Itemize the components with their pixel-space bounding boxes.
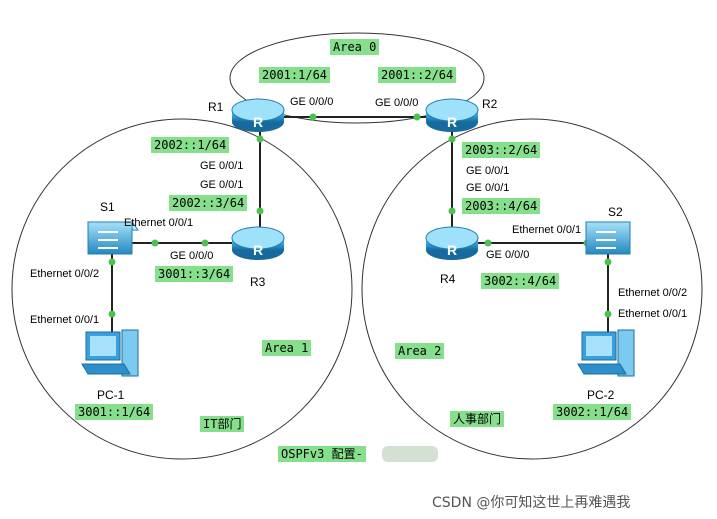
addr-r2-area0: 2001::2/64 bbox=[378, 67, 457, 83]
port-pc2-up: Ethernet 0/0/1 bbox=[618, 308, 688, 320]
router-r1-icon: R bbox=[231, 98, 285, 132]
addr-r4-area2: 2003::4/64 bbox=[462, 198, 541, 214]
addr-r1-area1: 2002::1/64 bbox=[151, 137, 230, 153]
addr-pc1: 3001::1/64 bbox=[75, 404, 154, 420]
router-r3-icon: R bbox=[231, 226, 285, 260]
addr-r1-area0: 2001:1/64 bbox=[259, 67, 331, 83]
addr-r3-lan: 3001::3/64 bbox=[155, 266, 234, 282]
diagram-title: OSPFv3 配置- bbox=[278, 446, 366, 462]
port-r1-to-r2: GE 0/0/0 bbox=[290, 96, 334, 108]
switch-s1-icon bbox=[87, 221, 139, 255]
device-r3-name: R3 bbox=[250, 275, 266, 289]
area0-label: Area 0 bbox=[330, 39, 380, 55]
addr-r4-lan: 3002::4/64 bbox=[481, 273, 560, 289]
watermark: CSDN @你可知这世上再难遇我 bbox=[432, 495, 631, 511]
port-r2-to-r1: GE 0/0/0 bbox=[375, 97, 419, 109]
device-r1-name: R1 bbox=[208, 100, 224, 114]
addr-r2-area2: 2003::2/64 bbox=[462, 142, 541, 158]
device-s1-name: S1 bbox=[100, 200, 115, 214]
addr-pc2: 3002::1/64 bbox=[553, 404, 632, 420]
area2-boundary bbox=[361, 118, 703, 460]
redacted-blur bbox=[382, 446, 438, 462]
svg-text:R: R bbox=[253, 114, 263, 130]
port-r1-down: GE 0/0/1 bbox=[200, 160, 244, 172]
port-r3-up: GE 0/0/1 bbox=[200, 179, 244, 191]
svg-text:R: R bbox=[447, 114, 457, 130]
port-r4-to-s2: GE 0/0/0 bbox=[486, 249, 530, 261]
device-pc2-name: PC-2 bbox=[587, 388, 615, 402]
router-r2-icon: R bbox=[425, 98, 479, 132]
svg-text:R: R bbox=[447, 242, 457, 258]
svg-text:R: R bbox=[253, 242, 263, 258]
addr-r3-area1: 2002::3/64 bbox=[169, 195, 248, 211]
it-dept-label: IT部门 bbox=[200, 416, 245, 432]
port-r2-down: GE 0/0/1 bbox=[466, 165, 510, 177]
pc2-icon bbox=[577, 329, 635, 377]
port-s1-down: Ethernet 0/0/2 bbox=[30, 268, 100, 280]
port-s2-to-r4: Ethernet 0/0/1 bbox=[512, 224, 582, 236]
device-s2-name: S2 bbox=[608, 205, 623, 219]
port-r4-up: GE 0/0/1 bbox=[466, 182, 510, 194]
port-pc1-up: Ethernet 0/0/1 bbox=[30, 314, 100, 326]
router-r4-icon: R bbox=[425, 226, 479, 260]
port-r3-to-s1: GE 0/0/0 bbox=[170, 250, 214, 262]
device-r2-name: R2 bbox=[482, 97, 498, 111]
port-s2-down: Ethernet 0/0/2 bbox=[618, 287, 688, 299]
switch-s2-icon bbox=[585, 221, 631, 255]
pc1-icon bbox=[81, 329, 139, 377]
port-s1-to-r3: Ethernet 0/0/1 bbox=[124, 217, 194, 229]
hr-dept-label: 人事部门 bbox=[450, 411, 505, 427]
area0-boundary bbox=[229, 32, 485, 124]
device-pc1-name: PC-1 bbox=[97, 388, 125, 402]
area1-boundary bbox=[11, 118, 353, 460]
area1-label: Area 1 bbox=[262, 340, 312, 356]
area2-label: Area 2 bbox=[395, 343, 445, 359]
device-r4-name: R4 bbox=[440, 272, 456, 286]
